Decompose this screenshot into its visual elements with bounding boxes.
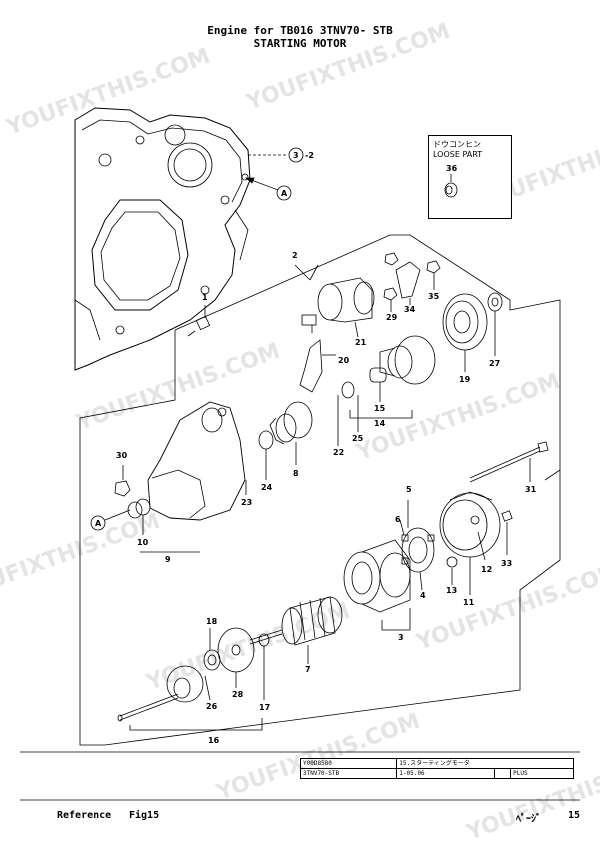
callout-5: 5 [406,485,412,494]
part-17 [258,633,270,700]
stamp-blank [494,768,512,779]
nut-30 [114,465,131,497]
svg-text:A: A [281,189,288,198]
brush-holder-4 [399,500,435,591]
svg-text:-2: -2 [305,151,314,160]
callout-7: 7 [305,665,311,674]
callout-36: 36 [446,164,458,173]
callout-29: 29 [386,313,398,322]
stamp-description: 15.スターティングモータ [396,758,574,769]
screw-33 [501,510,513,555]
callout-25: 25 [352,434,364,443]
callout-27: 27 [489,359,500,368]
engine-title: Engine for TB016 3TNV70- STB [207,24,393,37]
callout-18: 18 [206,617,218,626]
drawing-stamp: Y00D8580 15.スターティングモータ 3TNV70-STB 1-05.0… [299,758,574,779]
callout-22: 22 [333,448,344,457]
stamp-model: 3TNV70-STB [299,768,398,779]
svg-text:3: 3 [293,151,299,160]
callout-20: 20 [338,356,350,365]
svg-text:YOUFIXTHIS.COM: YOUFIXTHIS.COM [243,19,454,116]
bushing-36-icon [444,174,458,198]
callout-1: 1 [202,293,208,302]
section-title: STARTING MOTOR [253,37,347,50]
engine-housing [74,107,251,371]
reference-a-top: A [244,177,292,201]
armature-7 [249,596,343,664]
washer-27 [487,292,503,356]
callout-19: 19 [459,375,471,384]
callout-3: 3 [398,633,404,642]
callout-16: 16 [208,736,220,745]
loose-part-box: ドウコンヒン LOOSE PART 36 [428,135,512,219]
svg-text:A: A [95,519,102,528]
callout-33: 33 [501,559,512,568]
housing-9 [147,401,247,521]
loose-part-label: LOOSE PART [433,150,483,159]
yoke-14 [341,335,436,419]
lever-20 [299,339,336,393]
stamp-code: Y00D8580 [299,758,398,769]
callout-4: 4 [420,591,426,600]
callout-15: 15 [374,404,386,413]
callout-17: 17 [259,703,270,712]
callout-8: 8 [293,469,299,478]
assembly-outline [79,234,561,746]
bush-10 [127,498,151,535]
svg-text:YOUFIXTHIS.COM: YOUFIXTHIS.COM [413,559,600,656]
magnetic-switch-21 [301,277,375,338]
callout-2: 2 [292,251,298,260]
callout-23: 23 [241,498,252,507]
terminal-parts [383,252,441,312]
svg-text:YOUFIXTHIS.COM: YOUFIXTHIS.COM [73,339,284,436]
callout-6: 6 [395,515,401,524]
callout-35: 35 [428,292,440,301]
bolt-1 [187,305,211,337]
pinion-8 [269,401,313,465]
stamp-plus: PLUS [510,768,574,779]
washer-28 [217,627,255,688]
shaft-16 [117,665,263,731]
callout-24: 24 [261,483,273,492]
svg-text:YOUFIXTHIS.COM: YOUFIXTHIS.COM [3,44,214,141]
cover-19 [442,293,488,372]
insulator-12-13 [446,531,486,585]
reference-label: Reference [57,810,112,821]
callout-21: 21 [355,338,367,347]
ring-22-25 [337,395,359,446]
callout-9: 9 [165,555,171,564]
callout-11: 11 [463,598,475,607]
callout-34: 34 [404,305,416,314]
figure-label: Fig15 [129,810,160,821]
callout-30: 30 [116,451,128,460]
page-label: ﾍﾟｰｼﾞ [516,814,541,825]
callout-14: 14 [374,419,386,428]
bolt-31 [469,441,549,483]
reference-3-2: 3 -2 [248,147,314,163]
rear-cover-11 [439,491,501,595]
svg-text:YOUFIXTHIS.COM: YOUFIXTHIS.COM [0,509,164,606]
gear-18 [203,628,221,671]
callout-labels: 1 2 21 29 34 35 19 27 20 15 14 22 25 8 2… [116,251,537,745]
yoke-3 [343,539,411,631]
callout-31: 31 [525,485,537,494]
callout-12: 12 [481,565,492,574]
stamp-date: 1-05.06 [396,768,496,779]
callout-26: 26 [206,702,218,711]
callout-13: 13 [446,586,457,595]
loose-part-jp-label: ドウコンヒン [433,140,481,149]
ring-24 [258,430,274,480]
reference-a-left: A [90,509,131,531]
page-number: 15 [568,810,581,821]
callout-28: 28 [232,690,244,699]
callout-10: 10 [137,538,149,547]
